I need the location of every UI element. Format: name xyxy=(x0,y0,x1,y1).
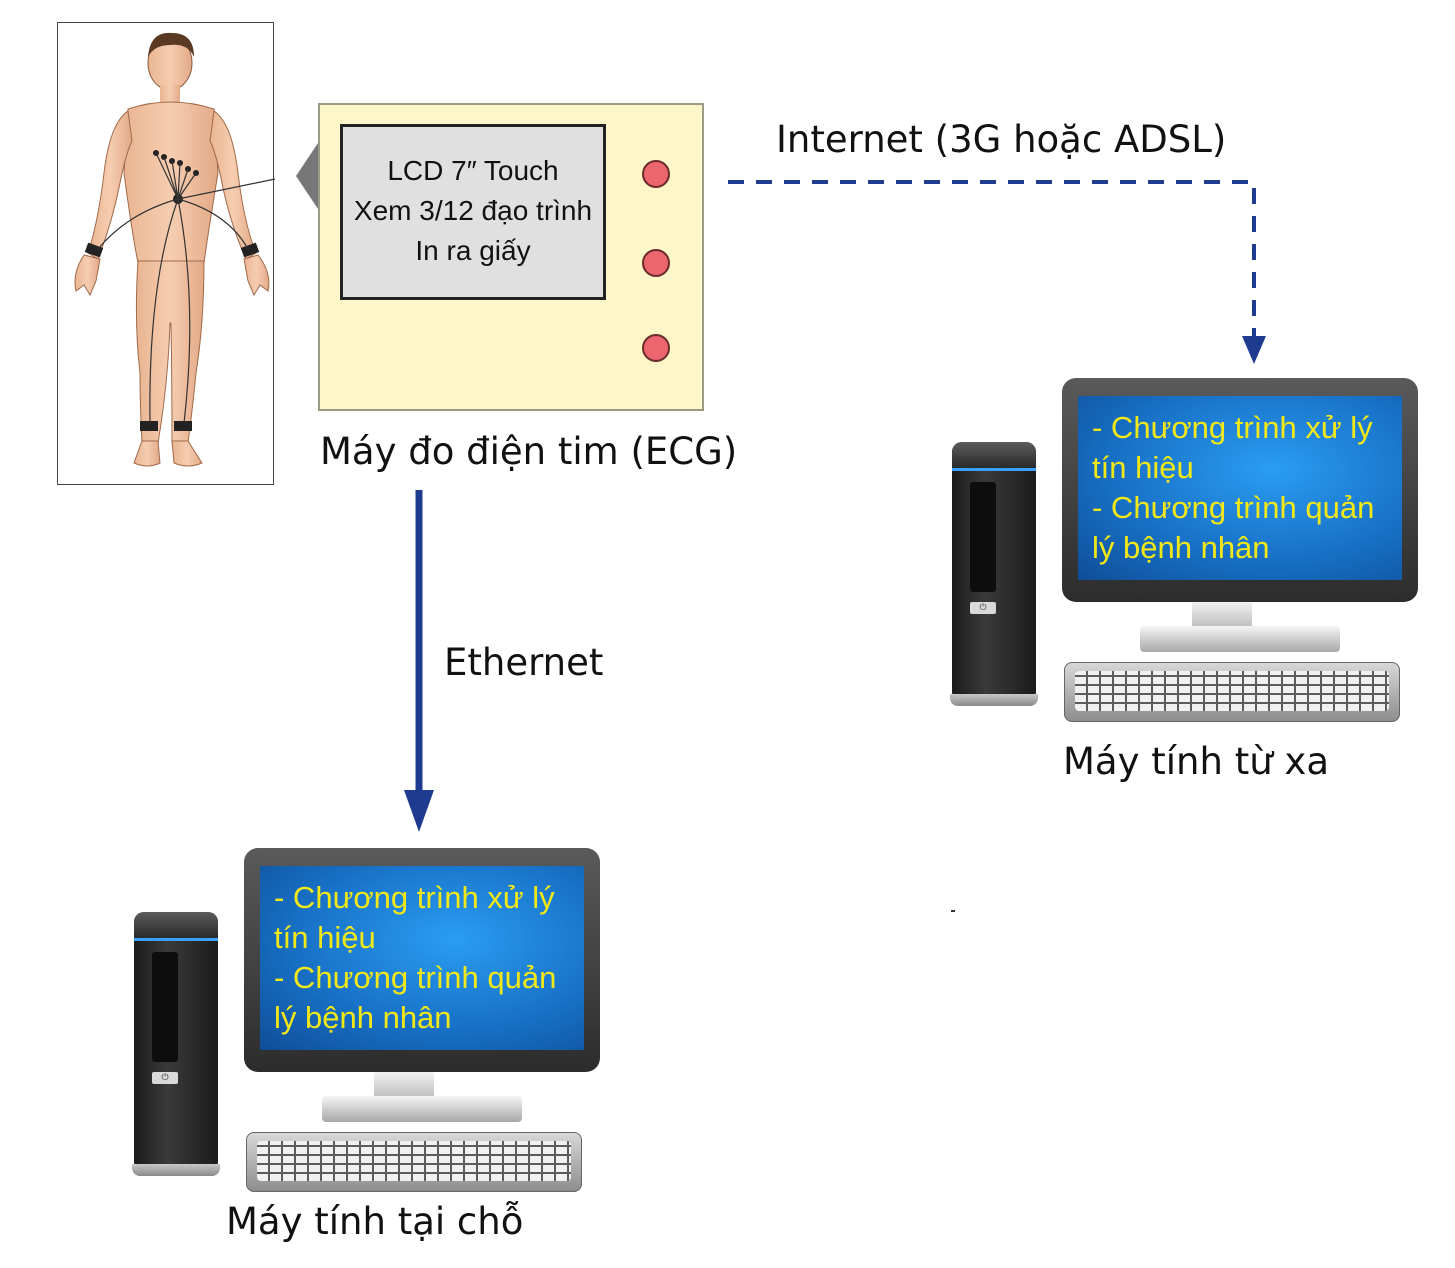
internet-label: Internet (3G hoặc ADSL) xyxy=(776,118,1227,161)
local-monitor: - Chương trình xử lý tín hiệu - Chương t… xyxy=(244,848,600,1072)
ecg-button-1 xyxy=(642,160,670,188)
local-screen-line-1: - Chương trình xử lý tín hiệu xyxy=(274,880,555,955)
ecg-button-2 xyxy=(642,249,670,277)
ethernet-arrowhead xyxy=(404,790,434,832)
ecg-lcd-screen: LCD 7″ Touch Xem 3/12 đạo trình In ra gi… xyxy=(340,124,606,300)
patient-figure-panel xyxy=(57,22,276,485)
remote-computer: ⏻ - Chương trình xử lý tín hiệu - Chương… xyxy=(950,378,1422,728)
remote-screen: - Chương trình xử lý tín hiệu - Chương t… xyxy=(1078,396,1402,580)
local-keyboard xyxy=(246,1132,582,1192)
local-tower: ⏻ xyxy=(132,912,220,1176)
ecg-button-3 xyxy=(642,334,670,362)
local-screen: - Chương trình xử lý tín hiệu - Chương t… xyxy=(260,866,584,1050)
remote-tower: ⏻ xyxy=(950,442,1038,706)
local-screen-line-2: - Chương trình quản lý bệnh nhân xyxy=(274,960,557,1035)
internet-arrowhead xyxy=(1242,336,1266,364)
local-computer-label: Máy tính tại chỗ xyxy=(226,1200,524,1243)
remote-computer-label: Máy tính từ xa xyxy=(1063,740,1329,783)
ecg-screen-line-3: In ra giấy xyxy=(415,235,531,266)
local-computer: ⏻ - Chương trình xử lý tín hiệu - Chương… xyxy=(132,848,604,1198)
ecg-device-label: Máy đo điện tim (ECG) xyxy=(320,430,738,473)
ethernet-label: Ethernet xyxy=(444,641,604,684)
remote-screen-line-2: - Chương trình quản lý bệnh nhân xyxy=(1092,490,1375,565)
ecg-device: LCD 7″ Touch Xem 3/12 đạo trình In ra gi… xyxy=(318,103,704,411)
power-icon: ⏻ xyxy=(970,602,996,614)
power-icon: ⏻ xyxy=(152,1072,178,1084)
ecg-screen-line-2: Xem 3/12 đạo trình xyxy=(353,195,593,226)
patient-body-figure xyxy=(74,32,276,467)
remote-monitor: - Chương trình xử lý tín hiệu - Chương t… xyxy=(1062,378,1418,602)
remote-screen-line-1: - Chương trình xử lý tín hiệu xyxy=(1092,410,1373,485)
ecg-cable-connector xyxy=(296,140,320,212)
internet-dashed-link xyxy=(728,180,1256,340)
remote-keyboard xyxy=(1064,662,1400,722)
ecg-screen-line-1: LCD 7″ Touch xyxy=(387,155,559,186)
